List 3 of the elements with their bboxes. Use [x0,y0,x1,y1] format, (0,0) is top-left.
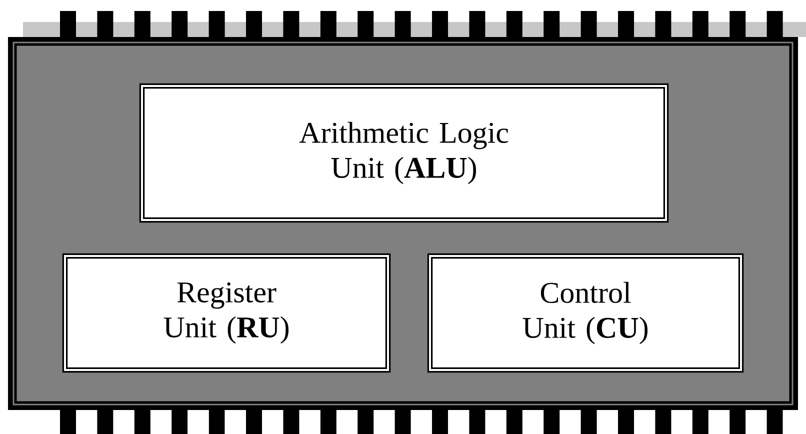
unit-box: Arithmetic Logic Unit (ALU) [139,83,669,223]
unit-box: Register Unit (RU) [62,253,391,373]
unit-box: Control Unit (CU) [427,253,744,373]
